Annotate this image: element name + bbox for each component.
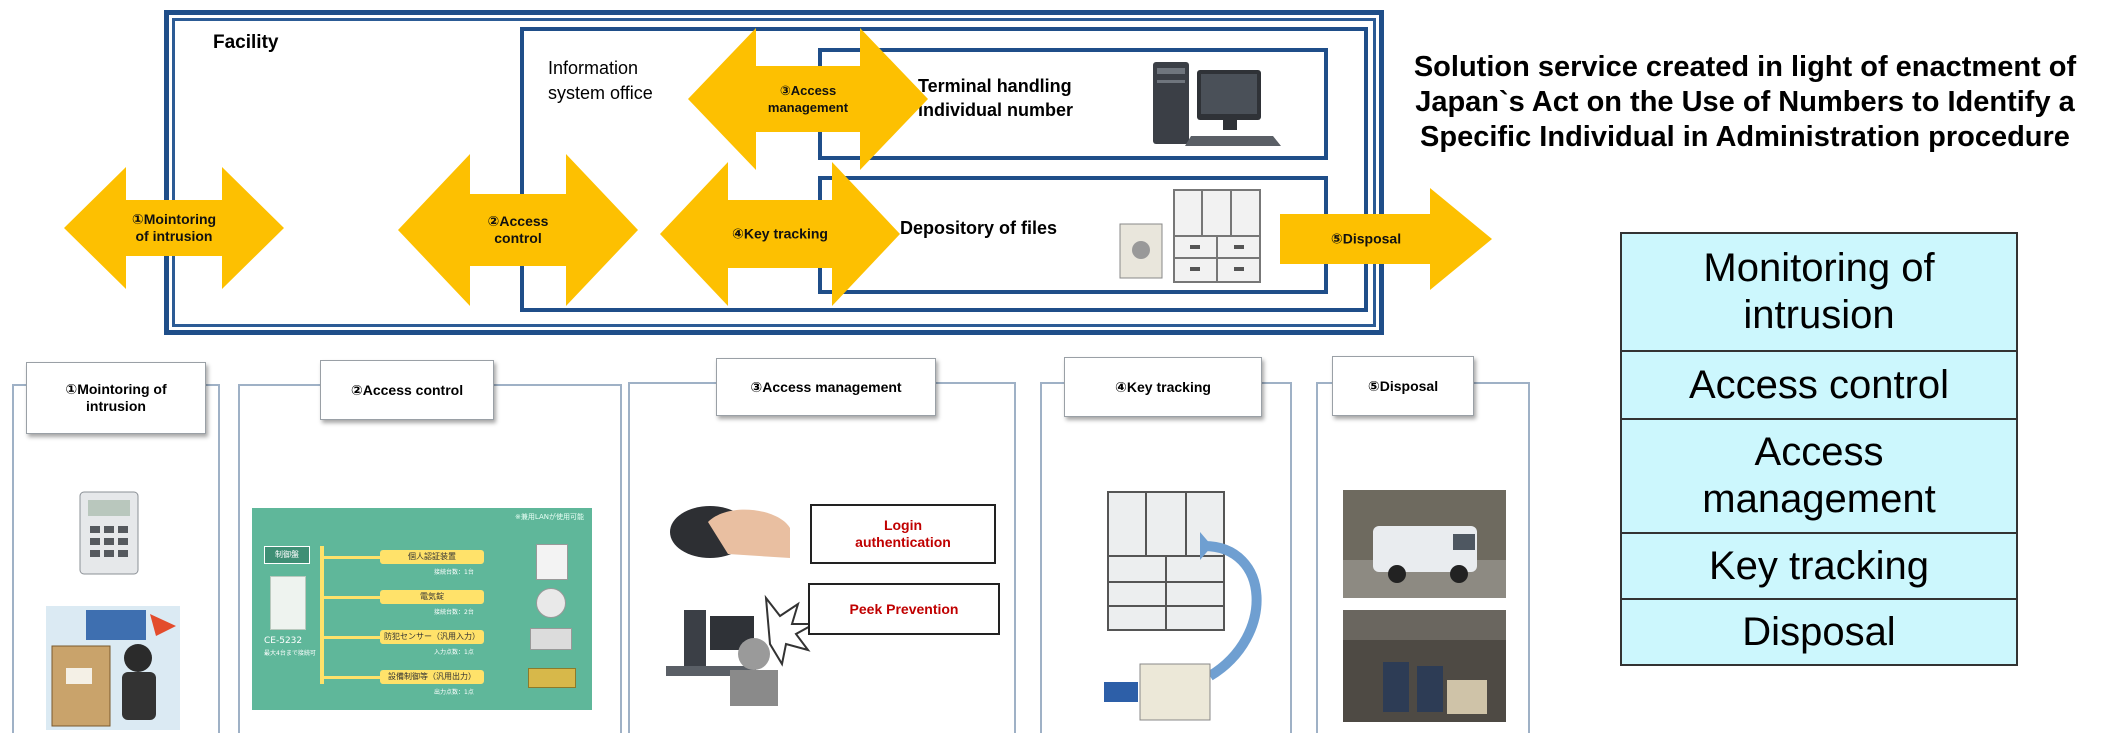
arrow-access-control-label: ②Access control <box>487 213 549 246</box>
legend-item: Disposal <box>1742 609 1896 654</box>
arrow-access-control: ②Access control <box>398 154 638 306</box>
depository-label: Depository of files <box>900 218 1058 238</box>
board-row-sub: 接続台数：2台 <box>434 609 474 616</box>
board-row-sub: 接続台数：1台 <box>434 569 474 576</box>
electric-lock-icon <box>536 588 566 618</box>
panel-access-management-title: ③Access management <box>716 358 936 416</box>
arrow-intrusion: ①Mointoring of intrusion <box>64 167 284 289</box>
peek-prevention-box: Peek Prevention <box>808 583 1000 635</box>
panel-intrusion-title: ①Mointoring of intrusion <box>26 362 206 434</box>
facility-label: Facility <box>213 32 279 53</box>
arrow-key-tracking-label: ④Key tracking <box>732 225 828 242</box>
arrow-access-management: ③Access management <box>688 28 928 170</box>
legend-item: Monitoring of intrusion <box>1622 234 2016 352</box>
sensor-icon <box>530 628 572 650</box>
board-row-label: 設備制御等（汎用出力） <box>380 670 484 684</box>
computer-icon <box>1153 62 1281 146</box>
disposal-warehouse-photo <box>1343 610 1506 722</box>
model-label: CE-5232 <box>264 636 303 646</box>
disposal-truck-photo <box>1343 490 1506 598</box>
arrow-access-management-label: ③Access management <box>767 83 849 115</box>
legend-item: Access control <box>1622 352 2016 420</box>
panel-disposal-title: ⑤Disposal <box>1332 356 1474 416</box>
headline: Solution service created in light of ena… <box>1413 51 2077 153</box>
panel-access-control-title: ②Access control <box>320 360 494 420</box>
file-cabinet-icon <box>1119 189 1261 283</box>
legend-table: Monitoring of intrusion Access control A… <box>1620 232 2018 666</box>
access-control-board: ※兼用LANが使用可能 制御盤 CE-5232 最大4台まで接続可 個人認証装置… <box>252 508 592 710</box>
board-row-label: 個人認証装置 <box>380 550 484 564</box>
board-row-sub: 出力点数：1点 <box>434 689 474 696</box>
board-row-sub: 入力点数：1点 <box>434 649 474 656</box>
board-row-label: 電気錠 <box>380 590 484 604</box>
legend-item: Access management <box>1622 420 2016 534</box>
facility-frame <box>164 10 1384 335</box>
panel-key-tracking-title: ④Key tracking <box>1064 357 1262 417</box>
arrow-disposal: ⑤Disposal <box>1280 188 1492 290</box>
security-panel-icon <box>79 491 139 575</box>
info-office-frame <box>520 27 1368 312</box>
lamp-icon <box>528 668 576 688</box>
legend-item: Key tracking <box>1622 534 2016 600</box>
card-reader-icon <box>536 544 568 580</box>
arrow-key-tracking: ④Key tracking <box>660 162 900 306</box>
key-cabinet-icon <box>1104 491 1262 721</box>
intruder-illustration-icon <box>46 606 180 730</box>
terminal-label: Terminal handling individual number <box>918 76 1074 120</box>
board-row-label: 防犯センサー（汎用入力） <box>380 630 484 644</box>
login-authentication-box: Login authentication <box>810 504 996 564</box>
fingerprint-reader-icon <box>670 506 790 558</box>
model-sub: 最大4台まで接続可 <box>264 650 316 657</box>
peek-prevention-icon <box>666 594 818 706</box>
arrow-intrusion-label: ①Mointoring of intrusion <box>131 211 217 244</box>
info-office-label: Information system office <box>548 58 653 103</box>
facility-frame-inner <box>172 18 1376 327</box>
arrow-disposal-label: ⑤Disposal <box>1330 230 1402 247</box>
controller-box <box>270 576 306 630</box>
board-header: ※兼用LANが使用可能 <box>515 513 584 521</box>
wiring-line <box>320 546 324 684</box>
controller-label: 制御盤 <box>264 546 310 564</box>
